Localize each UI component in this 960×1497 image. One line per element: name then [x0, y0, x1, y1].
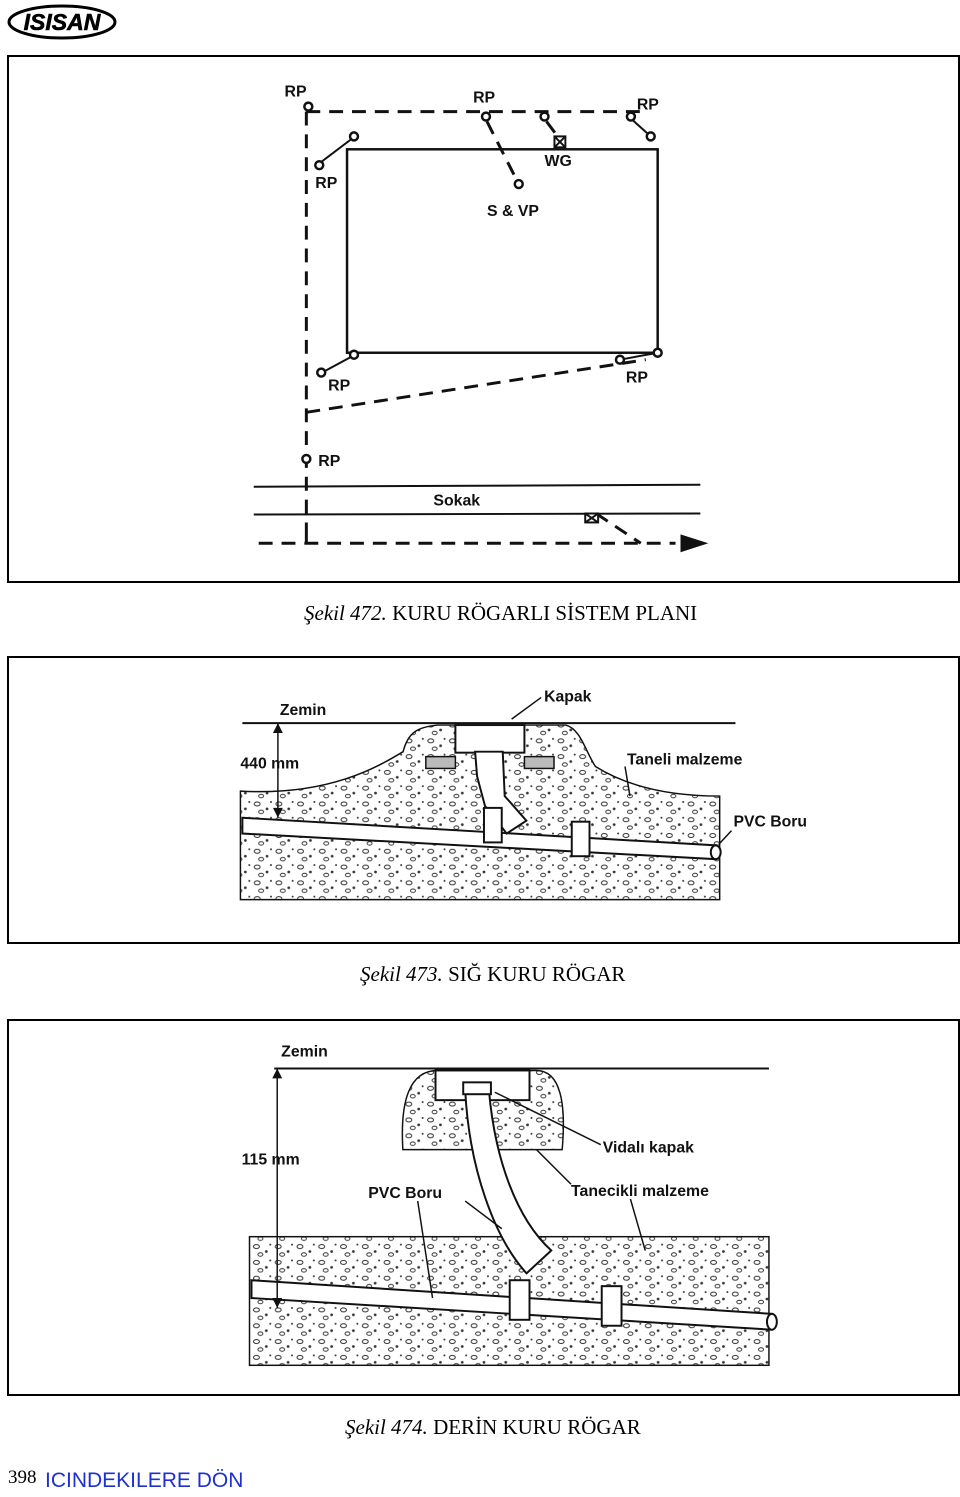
rp-label: RP — [626, 370, 648, 387]
depth-label: 115 mm — [242, 1151, 300, 1168]
wg-label: WG — [545, 153, 572, 170]
cover-label: Kapak — [544, 688, 592, 705]
rp-label: RP — [285, 84, 307, 101]
caption-title: DERİN KURU RÖGAR — [433, 1415, 641, 1439]
screw-cap-label: Vidalı kapak — [603, 1140, 694, 1157]
street-label: Sokak — [433, 493, 480, 510]
rp-label: RP — [318, 453, 340, 470]
isisan-logo: ISISAN — [7, 4, 117, 40]
svp-label: S & VP — [487, 203, 539, 220]
caption-number: Şekil 473. — [360, 962, 443, 986]
ground-label: Zemin — [281, 1044, 328, 1061]
logo-text: ISISAN — [24, 9, 101, 35]
caption-number: Şekil 474. — [345, 1415, 428, 1439]
rp-label: RP — [328, 377, 350, 394]
deep-manhole-drawing: Zemin 115 mm Vidalı kapak PVC Boru Tanec… — [242, 1044, 778, 1367]
table-of-contents-link[interactable]: ICINDEKILERE DÖN — [45, 1469, 244, 1492]
rp-label: RP — [473, 90, 495, 107]
figure-472-system-plan: RP RP RP RP WG S & VP RP RP RP Sokak — [7, 55, 960, 583]
shallow-manhole-drawing: Zemin Kapak 440 mm Taneli malzeme PVC Bo… — [239, 688, 807, 901]
ground-label: Zemin — [280, 702, 326, 719]
caption-number: Şekil 472. — [304, 601, 387, 625]
pipe-label: PVC Boru — [368, 1185, 442, 1202]
pipe-label: PVC Boru — [733, 814, 807, 831]
caption-title: SIĞ KURU RÖGAR — [448, 962, 626, 986]
gravel-label: Tanecikli malzeme — [571, 1183, 709, 1200]
rp-label: RP — [637, 97, 659, 114]
depth-label: 440 mm — [240, 755, 299, 772]
page-number: 398 — [8, 1467, 37, 1488]
rp-label: RP — [315, 175, 337, 192]
system-plan-drawing: RP RP RP RP WG S & VP RP RP RP Sokak — [253, 84, 709, 553]
figure-473-shallow-manhole: Zemin Kapak 440 mm Taneli malzeme PVC Bo… — [7, 656, 960, 944]
caption-title: KURU RÖGARLI SİSTEM PLANI — [392, 601, 698, 625]
figure-472-caption: Şekil 472. KURU RÖGARLI SİSTEM PLANI — [304, 601, 697, 626]
figure-473-caption: Şekil 473. SIĞ KURU RÖGAR — [360, 962, 625, 987]
figure-474-deep-manhole: Zemin 115 mm Vidalı kapak PVC Boru Tanec… — [7, 1019, 960, 1396]
gravel-label: Taneli malzeme — [627, 752, 743, 769]
figure-474-caption: Şekil 474. DERİN KURU RÖGAR — [345, 1415, 641, 1440]
